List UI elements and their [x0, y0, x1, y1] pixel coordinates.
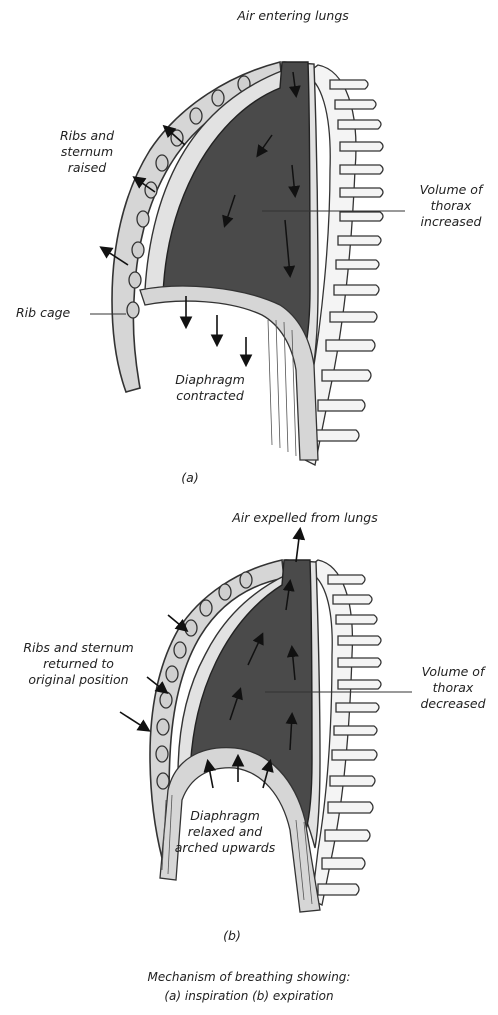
label-diaphragm-contracted: Diaphragm contracted — [150, 372, 270, 404]
label-ribs-raised-line2: sternum — [42, 144, 132, 160]
label-air-entering: Air entering lungs — [228, 8, 358, 24]
label-ribs-returned-line3: original position — [6, 672, 151, 688]
label-volume-decreased-line1: Volume of — [408, 664, 498, 680]
label-volume-increased-line1: Volume of — [405, 182, 497, 198]
label-volume-increased-line2: thorax — [405, 198, 497, 214]
label-diaphragm-contracted-line2: contracted — [150, 388, 270, 404]
label-diaphragm-relaxed-line2: relaxed and — [160, 824, 290, 840]
label-ribs-raised-line1: Ribs and — [42, 128, 132, 144]
label-diaphragm-relaxed-line1: Diaphragm — [160, 808, 290, 824]
figure-caption-line2: (a) inspiration (b) expiration — [0, 987, 498, 1005]
label-ribs-returned: Ribs and sternum returned to original po… — [6, 640, 151, 688]
label-ribs-raised-line3: raised — [42, 160, 132, 176]
figure-caption-line1: Mechanism of breathing showing: — [0, 968, 498, 986]
label-ribs-raised: Ribs and sternum raised — [42, 128, 132, 176]
label-diaphragm-contracted-line1: Diaphragm — [150, 372, 270, 388]
panel-label-a: (a) — [170, 470, 210, 486]
label-volume-decreased-line3: decreased — [408, 696, 498, 712]
label-volume-decreased: Volume of thorax decreased — [408, 664, 498, 712]
label-rib-cage: Rib cage — [16, 305, 70, 321]
label-ribs-returned-line2: returned to — [6, 656, 151, 672]
diagram-a — [90, 62, 405, 465]
label-air-expelled: Air expelled from lungs — [205, 510, 405, 526]
label-volume-increased: Volume of thorax increased — [405, 182, 497, 230]
panel-label-b: (b) — [212, 928, 252, 944]
label-diaphragm-relaxed: Diaphragm relaxed and arched upwards — [160, 808, 290, 856]
label-volume-increased-line3: increased — [405, 214, 497, 230]
label-volume-decreased-line2: thorax — [408, 680, 498, 696]
exhale-arrow-b — [296, 530, 300, 562]
label-diaphragm-relaxed-line3: arched upwards — [160, 840, 290, 856]
label-ribs-returned-line1: Ribs and sternum — [6, 640, 151, 656]
